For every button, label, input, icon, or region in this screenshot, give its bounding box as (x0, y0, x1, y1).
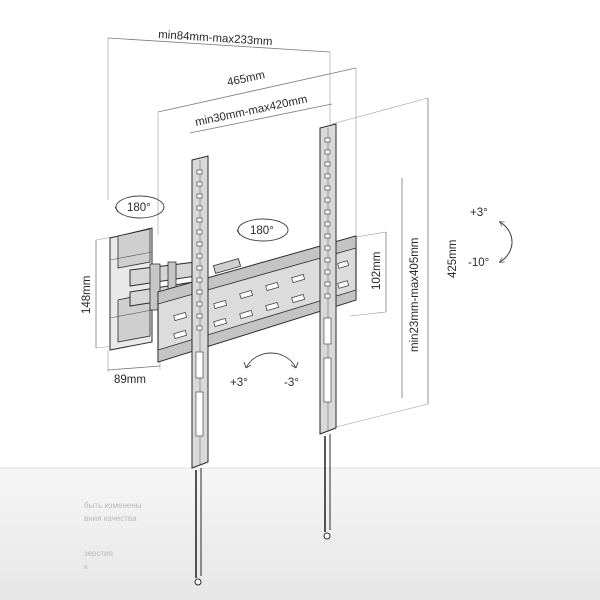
swivel-arm-indicator: 180° (236, 218, 289, 242)
wall-plate (109, 227, 153, 351)
right-vertical-rail (319, 123, 337, 540)
label-wall-plate-depth: 89mm (114, 374, 146, 386)
label-swivel-wall: 180° (127, 202, 151, 214)
label-wall-plate-height: 148mm (81, 276, 93, 314)
level-adjust-indicator: +3° -3° (230, 352, 299, 389)
label-vertical-spacing: min23mm-max405mm (409, 238, 421, 352)
footer-line-2: вния качества (84, 514, 137, 523)
dimension-hole-spacing-horizontal: min30mm-max420mm (189, 93, 333, 134)
footer-line-3: зерстия (84, 549, 113, 558)
dimension-plate-height: 102mm (349, 231, 387, 317)
tilt-indicator: +3° -10° (468, 207, 513, 269)
label-depth-range: min84mm-max233mm (158, 29, 273, 48)
label-tilt-down: -10° (468, 257, 489, 269)
swivel-wall-indicator: 180° (114, 195, 165, 219)
dimension-wall-plate-depth: 89mm (107, 346, 161, 386)
footer-line-1: быть изменены (84, 501, 142, 510)
label-plate-height: 102mm (371, 252, 383, 290)
dimension-overall-height: 425mm (331, 97, 459, 429)
floor-area (0, 468, 600, 600)
footer-line-4: к (84, 562, 88, 571)
label-hole-spacing-horizontal: min30mm-max420mm (194, 93, 308, 129)
label-swivel-arm: 180° (250, 225, 274, 237)
label-rail-height: 465mm (226, 69, 266, 89)
label-overall-height: 425mm (447, 240, 459, 278)
label-level-left: +3° (230, 377, 248, 389)
left-vertical-rail (191, 155, 209, 586)
dimension-vertical-spacing: min23mm-max405mm (401, 178, 421, 398)
label-level-right: -3° (284, 377, 299, 389)
label-tilt-up: +3° (470, 207, 488, 219)
